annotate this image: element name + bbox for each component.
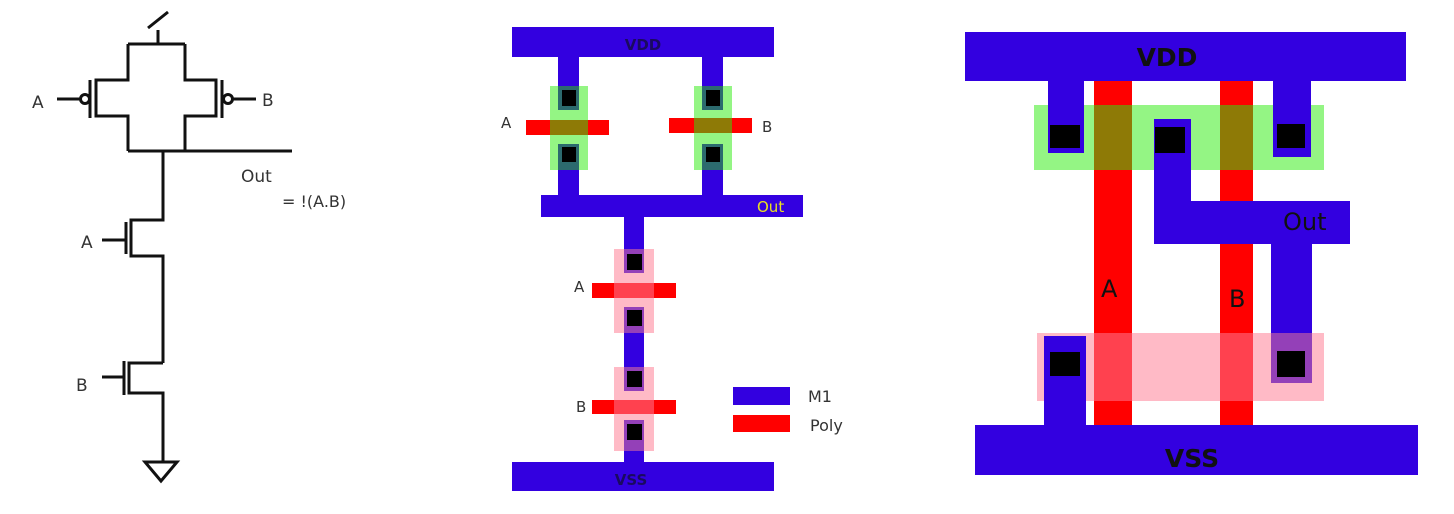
nmos-b [102,361,165,462]
poly-b-label: B [1229,285,1245,313]
contact [1050,125,1080,148]
vdd-symbol [147,10,169,44]
pmos-b-channel [1220,105,1253,170]
contact [562,147,576,162]
pmos-b-channel [694,118,732,133]
nmos-b-label: B [76,376,88,396]
out-metal-horizontal [1154,201,1350,244]
nmos-a [102,151,165,363]
pmos-b-label: B [262,91,274,111]
nmos-a-label: A [81,233,93,253]
contact [562,90,576,106]
contact [1155,127,1185,153]
nmos-a-channel [1094,333,1132,401]
contact [627,371,642,387]
legend-swatch-m1 [733,387,790,405]
pmos-b-bubble [222,93,234,105]
contact [627,424,642,440]
pmos-a-bubble [79,93,91,105]
pmos-a-channel [550,120,588,135]
vdd-rail [965,32,1406,81]
contact [706,90,720,106]
out-rail [541,195,803,217]
out-label: Out [241,167,272,187]
pmos-b-label: B [762,118,772,136]
vss-rail [975,425,1418,475]
pmos-a-label: A [501,114,512,132]
legend-swatch-poly [733,415,790,432]
vss-label: VSS [615,471,648,489]
contact [1277,351,1305,377]
pmos-b [183,44,224,151]
stick-layout: VDD VSS Out A B A B M1 Poly [501,27,843,491]
contact [706,147,720,162]
poly-a-label: A [1101,275,1118,303]
vss-label: VSS [1165,444,1219,473]
pmos-a [88,42,185,151]
out-label: Out [1283,208,1327,236]
contact [1050,352,1080,376]
vss-stem [1044,336,1086,426]
nmos-a-channel [614,283,654,298]
out-label: Out [757,198,784,216]
nmos-b-channel [614,400,654,414]
ground-symbol [141,460,181,484]
nand-schematic: A B A B Out = !(A.B) [32,10,346,484]
legend-label-poly: Poly [810,416,843,435]
vdd-rail [512,27,774,57]
legend: M1 Poly [733,387,843,435]
out-expression: = !(A.B) [282,192,346,211]
pmos-a-label: A [32,93,44,113]
nmos-b-label: B [576,398,586,416]
vdd-label: VDD [1137,43,1198,72]
legend-label-m1: M1 [808,387,832,406]
contact [627,310,642,326]
nmos-a-label: A [574,278,585,296]
pmos-a-channel [1094,105,1132,170]
contact [627,254,642,270]
compact-layout: VDD VSS Out A B [965,32,1418,475]
vdd-label: VDD [625,36,662,54]
vss-rail [512,462,774,491]
nmos-b-channel [1220,333,1253,401]
contact [1277,124,1305,148]
